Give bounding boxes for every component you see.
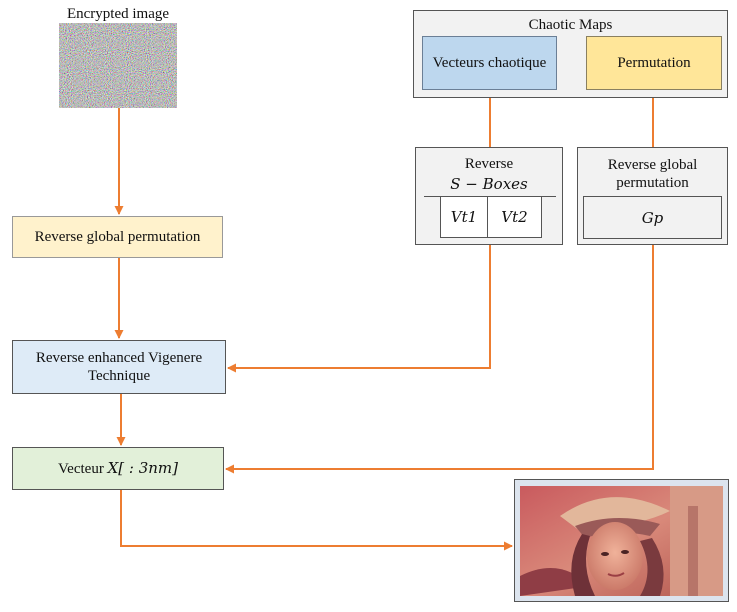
vt2-label: Vt2 bbox=[501, 208, 528, 226]
reverse-global-permutation-step-label: Reverse global permutation bbox=[34, 229, 201, 245]
arrow-sboxes-to-vigenere bbox=[227, 245, 491, 373]
vt1-label: Vt1 bbox=[450, 208, 478, 226]
vecteurs-chaotique-box: Vecteurs chaotique bbox=[422, 36, 557, 90]
chaotic-maps-panel: Chaotic Maps Vecteurs chaotique Permutat… bbox=[413, 10, 728, 98]
decrypted-image-frame bbox=[514, 479, 729, 602]
reverse-vigenere-step-label: Reverse enhanced Vigenere Technique bbox=[35, 350, 203, 384]
encrypted-image-label: Encrypted image bbox=[66, 6, 170, 22]
vecteurs-chaotique-label: Vecteurs chaotique bbox=[432, 55, 547, 71]
vecteur-x-step: Vecteur X[ : 3nm] bbox=[12, 447, 224, 490]
decrypted-image bbox=[520, 486, 723, 596]
vecteur-prefix: Vecteur bbox=[58, 461, 108, 477]
vt1-cell: Vt1 bbox=[440, 196, 488, 238]
vecteur-x-label: Vecteur X[ : 3nm] bbox=[58, 459, 178, 478]
reverse-sboxes-panel: Reverse S − Boxes Vt1 Vt2 bbox=[415, 147, 563, 245]
reverse-sboxes-title: Reverse bbox=[464, 156, 514, 172]
chaotic-maps-title: Chaotic Maps bbox=[528, 17, 613, 33]
reverse-global-permutation-title: Reverse global permutation bbox=[607, 157, 698, 191]
permutation-label: Permutation bbox=[617, 55, 691, 71]
vecteur-math: X[ : 3nm] bbox=[107, 459, 178, 477]
sboxes-subtitle: S − Boxes bbox=[450, 175, 528, 193]
gp-box: Gp bbox=[583, 196, 722, 239]
arrow-gp-to-vecteur bbox=[225, 245, 654, 474]
permutation-box: Permutation bbox=[586, 36, 722, 90]
reverse-global-permutation-panel: Reverse global permutation Gp bbox=[577, 147, 728, 245]
reverse-global-permutation-step: Reverse global permutation bbox=[12, 216, 223, 258]
reverse-vigenere-step: Reverse enhanced Vigenere Technique bbox=[12, 340, 226, 394]
gp-label: Gp bbox=[641, 208, 664, 227]
encrypted-image bbox=[59, 23, 177, 108]
arrow-vecteur-to-image bbox=[120, 490, 513, 551]
vt2-cell: Vt2 bbox=[487, 196, 542, 238]
